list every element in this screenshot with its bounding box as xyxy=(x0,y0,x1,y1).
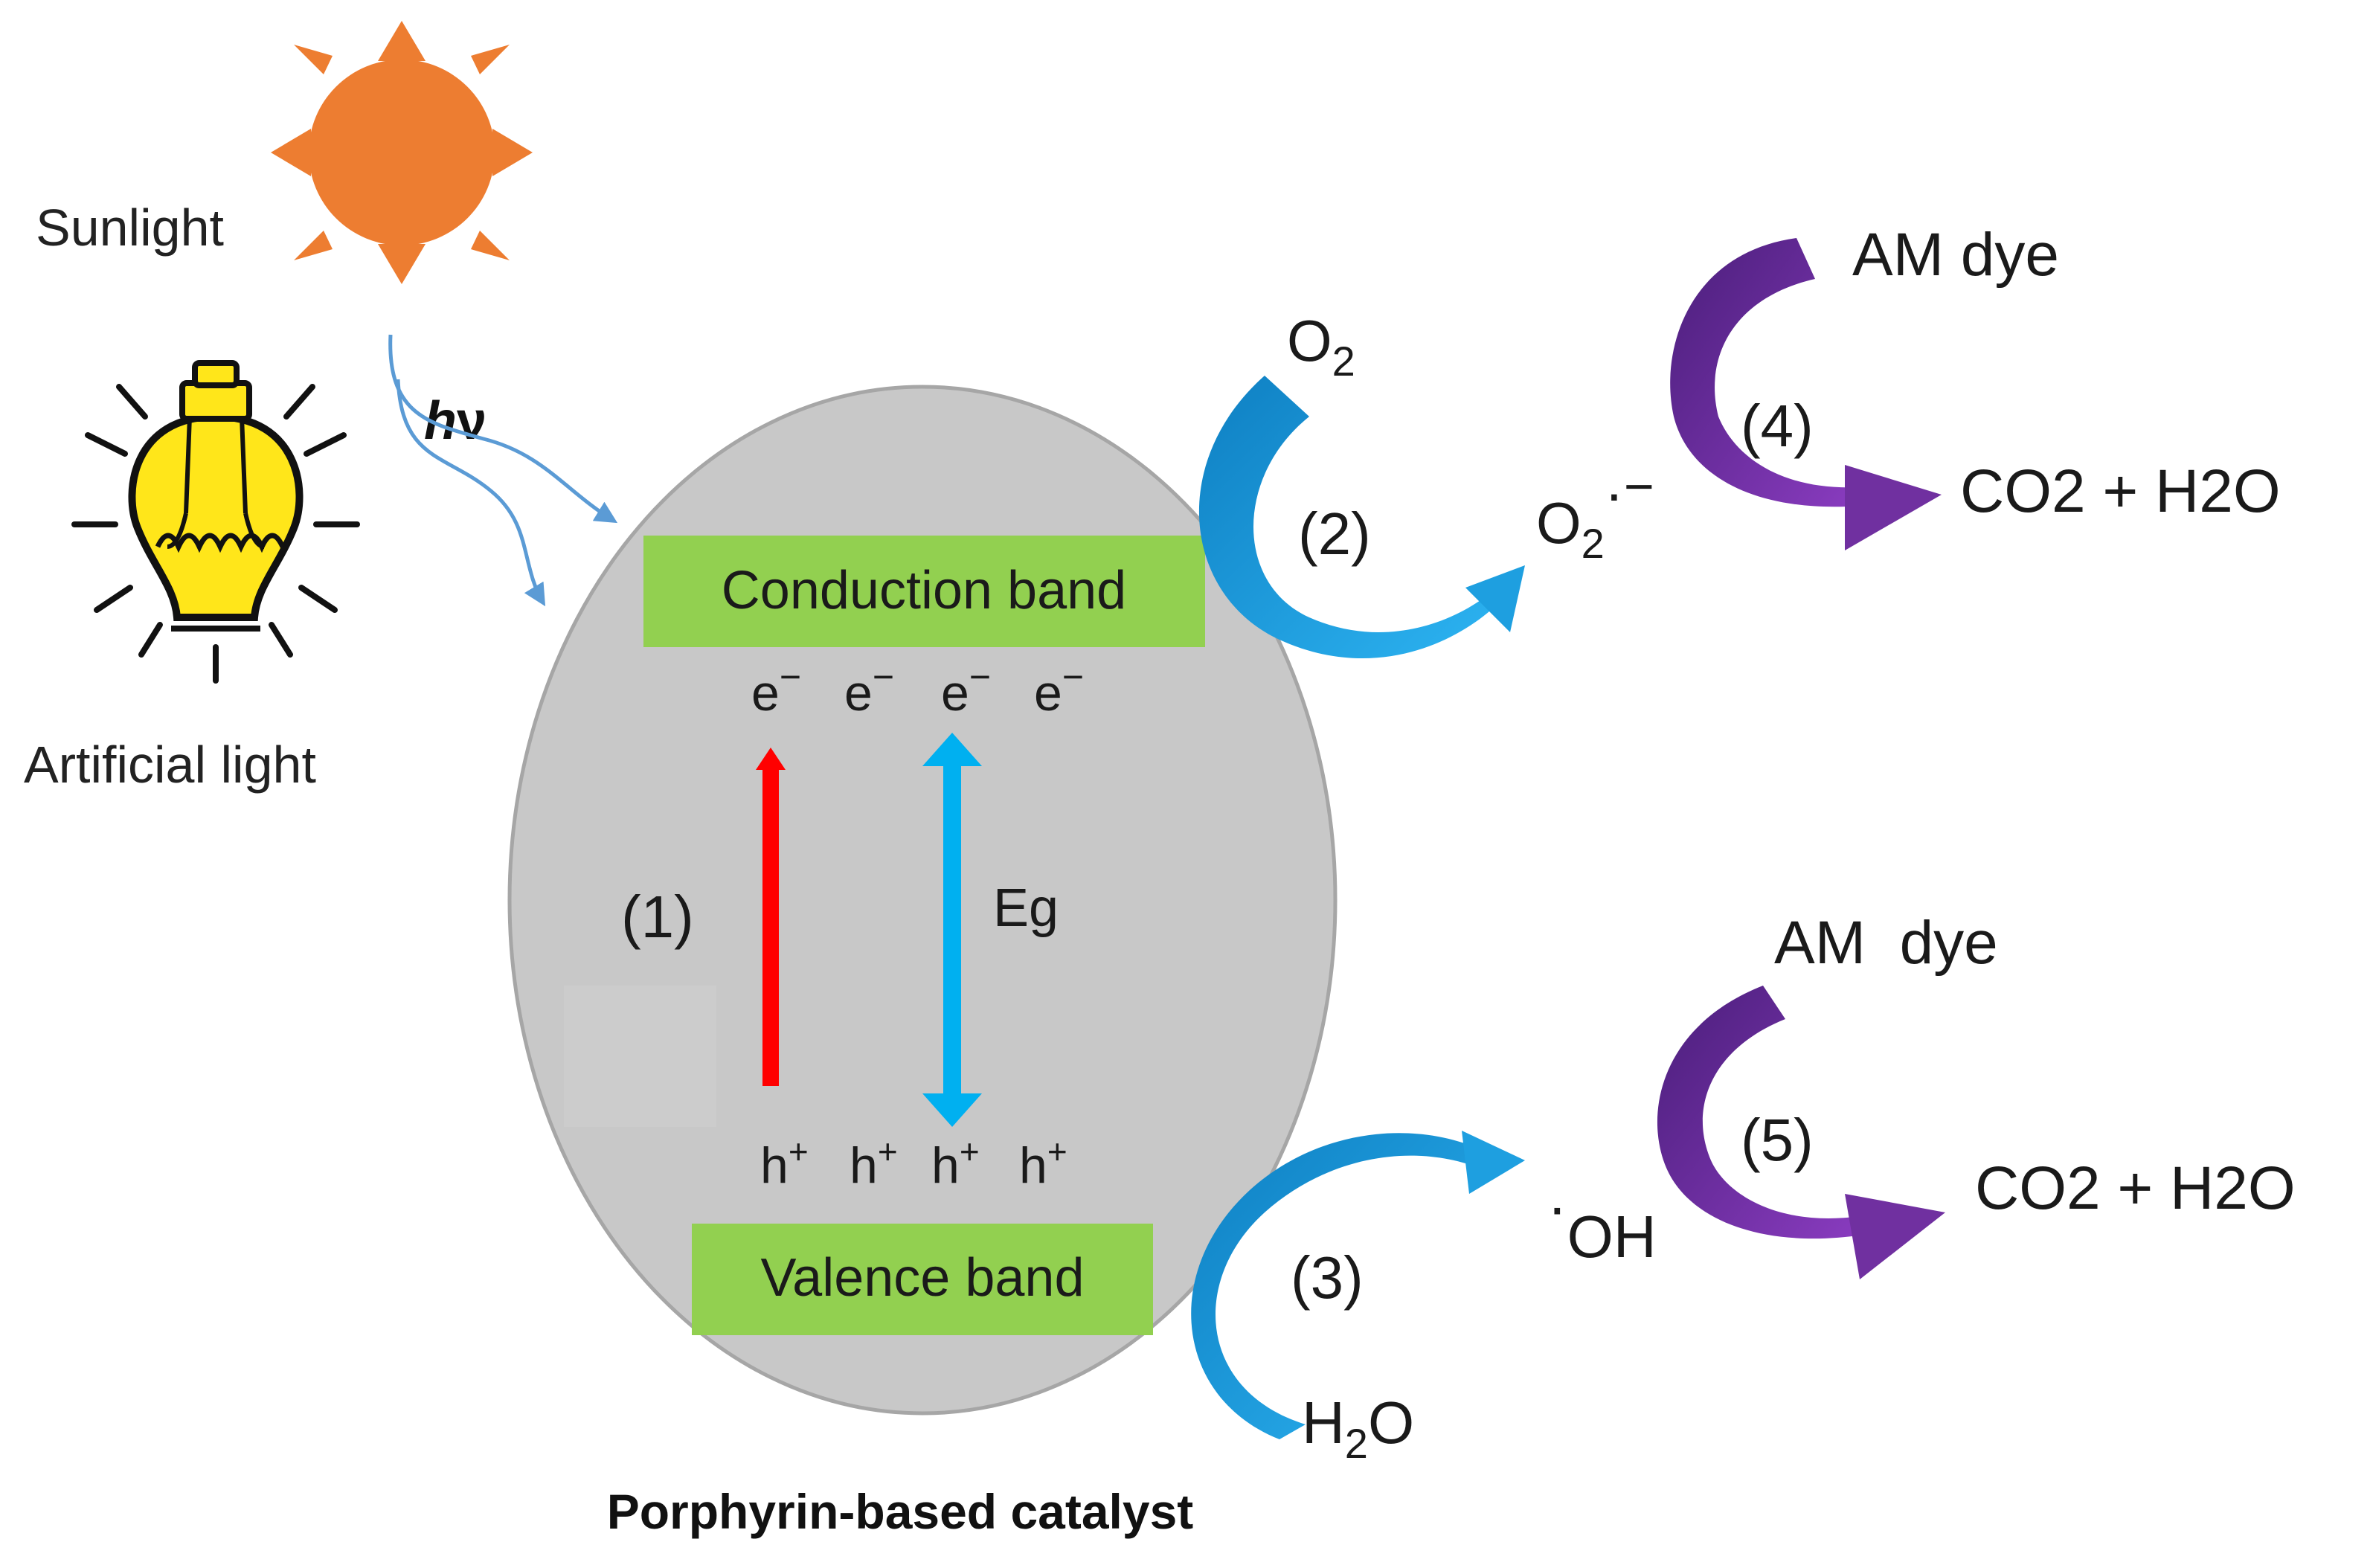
hole: h+ xyxy=(760,1132,809,1194)
light-bulb-icon xyxy=(71,360,360,684)
sunlight-label: Sunlight xyxy=(36,199,224,257)
electron: e− xyxy=(751,656,801,722)
step-3-arrow xyxy=(1191,1131,1525,1439)
step-4-label: (4) xyxy=(1741,393,1814,459)
photon-wave-arrow-2 xyxy=(396,379,546,607)
hydroxyl-radical: ·OH xyxy=(1547,1174,1657,1270)
valence-band-box xyxy=(692,1224,1153,1335)
step-4-arrow xyxy=(1670,238,1942,550)
superoxide-radical: O2·− xyxy=(1536,457,1654,567)
step-3-label: (3) xyxy=(1291,1244,1364,1311)
sun-icon xyxy=(271,21,533,284)
am-dye-bottom: AM dye xyxy=(1774,909,1998,977)
photon-label: hν xyxy=(424,391,487,451)
conduction-band-label: Conduction band xyxy=(722,561,1126,620)
hole: h+ xyxy=(850,1132,898,1194)
band-gap-label: Eg xyxy=(993,878,1059,938)
hole: h+ xyxy=(1019,1132,1067,1194)
hole: h+ xyxy=(931,1132,980,1194)
electron: e− xyxy=(844,656,894,722)
electron: e− xyxy=(1034,656,1084,722)
band-gap-arrow xyxy=(922,733,982,1127)
valence-band-label: Valence band xyxy=(760,1248,1084,1308)
excitation-arrow xyxy=(756,748,786,1086)
step-5-label: (5) xyxy=(1741,1107,1814,1173)
artificial-light-label: Artificial light xyxy=(24,736,316,794)
hole-row: h+ h+ h+ h+ xyxy=(760,1132,1067,1194)
step-2-label: (2) xyxy=(1298,501,1371,567)
h2o-reactant: H2O xyxy=(1302,1389,1414,1467)
o2-reactant: O2 xyxy=(1287,308,1355,385)
catalyst-caption: Porphyrin-based catalyst xyxy=(607,1484,1194,1539)
am-dye-top: AM dye xyxy=(1852,221,2059,289)
products-top: CO2 + H2O xyxy=(1960,457,2281,525)
faint-placeholder xyxy=(564,986,716,1127)
step-1-label: (1) xyxy=(621,884,694,950)
conduction-band-box xyxy=(643,536,1205,647)
electron: e− xyxy=(941,656,991,722)
frequency-symbol: ν xyxy=(457,391,487,451)
step-2-arrow xyxy=(1198,376,1525,659)
products-bottom: CO2 + H2O xyxy=(1975,1154,2296,1222)
electron-row: e− e− e− e− xyxy=(751,656,1084,722)
step-5-arrow xyxy=(1657,986,1945,1279)
